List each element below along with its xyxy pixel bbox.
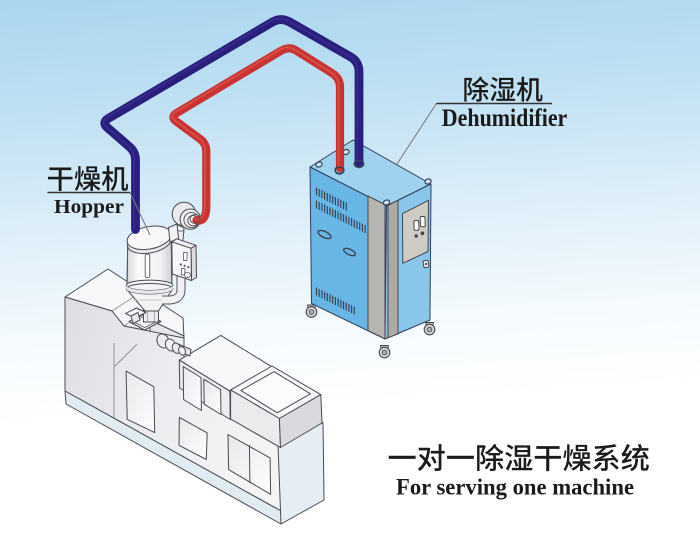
svg-text:Dehumidifier: Dehumidifier <box>442 105 568 132</box>
svg-text:Hopper: Hopper <box>54 196 124 218</box>
svg-text:For serving one machine: For serving one machine <box>396 475 634 501</box>
